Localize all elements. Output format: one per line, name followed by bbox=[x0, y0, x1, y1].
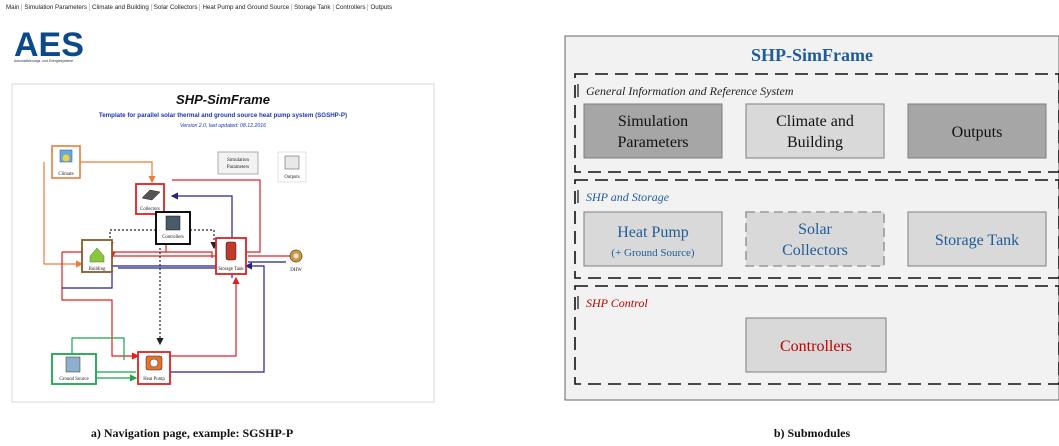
heat-pump-block[interactable]: Heat Pump bbox=[137, 351, 171, 385]
submodules-title: SHP-SimFrame bbox=[751, 45, 873, 65]
tab-heat-pump-and-ground-source[interactable]: Heat Pump and Ground Source bbox=[200, 3, 293, 11]
controller-icon bbox=[165, 215, 181, 231]
outputs-box[interactable]: Outputs bbox=[907, 103, 1047, 159]
sim-params-label-2: Parameters bbox=[227, 165, 249, 170]
caption-b: b) Submodules bbox=[774, 426, 851, 440]
outputs-box-label: Outputs bbox=[952, 124, 1003, 141]
sim-params-box[interactable]: Simulation Parameters bbox=[583, 103, 723, 159]
tab-simulation-parameters[interactable]: Simulation Parameters bbox=[22, 3, 91, 11]
tab-main[interactable]: Main bbox=[4, 3, 23, 11]
caption-a: a) Navigation page, example: SGSHP-P bbox=[91, 426, 293, 440]
dhw-label: DHW bbox=[290, 268, 302, 273]
building-label: Building bbox=[89, 267, 106, 272]
storage-tank-label: Storage Tank bbox=[218, 267, 244, 272]
heat-pump-box[interactable]: Heat Pump (+ Ground Source) bbox=[583, 211, 723, 267]
controllers-block[interactable]: Controllers bbox=[155, 211, 191, 245]
controllers-box-label: Controllers bbox=[780, 338, 852, 355]
storage-tank-box[interactable]: Storage Tank bbox=[907, 211, 1047, 267]
tab-solar-collectors[interactable]: Solar Collectors bbox=[152, 3, 201, 11]
sim-params-label-1: Simulation bbox=[227, 158, 249, 163]
aes-logo-text: AES bbox=[14, 26, 84, 64]
collector-icon bbox=[141, 189, 161, 201]
heat-pump-box-line-1: Heat Pump bbox=[617, 224, 689, 241]
solar-collectors-box[interactable]: Solar Collectors bbox=[745, 211, 885, 267]
tab-storage-tank[interactable]: Storage Tank bbox=[292, 3, 334, 11]
section-shp-storage-label: SHP and Storage bbox=[586, 190, 670, 204]
section-shp-control bbox=[574, 285, 1059, 385]
section-general-label: General Information and Reference System bbox=[586, 84, 794, 98]
nav-subtitle: Template for parallel solar thermal and … bbox=[99, 112, 347, 119]
nav-version: Version 2.0, last updated: 08.12.2016 bbox=[180, 123, 266, 129]
climate-building-line-2: Building bbox=[787, 134, 843, 151]
solar-collectors-line-2: Collectors bbox=[782, 242, 848, 259]
storage-tank-box-label: Storage Tank bbox=[935, 232, 1019, 249]
nav-title: SHP-SimFrame bbox=[176, 92, 270, 107]
building-block[interactable]: Building bbox=[81, 239, 113, 273]
section-shp-storage bbox=[574, 179, 1059, 279]
controllers-box[interactable]: Controllers bbox=[745, 317, 887, 373]
storage-tank-block[interactable]: Storage Tank bbox=[215, 237, 247, 275]
heat-pump-box-line-2: (+ Ground Source) bbox=[611, 247, 695, 259]
module-tabs: Main Simulation Parameters Climate and B… bbox=[4, 0, 394, 14]
tab-outputs[interactable]: Outputs bbox=[370, 3, 393, 11]
tab-climate-and-building[interactable]: Climate and Building bbox=[90, 3, 152, 11]
building-icon bbox=[89, 247, 105, 263]
ground-source-icon bbox=[65, 356, 81, 373]
tab-controllers[interactable]: Controllers bbox=[334, 3, 369, 11]
climate-building-line-1: Climate and bbox=[776, 113, 854, 130]
simulation-parameters-button[interactable]: Simulation Parameters bbox=[217, 151, 259, 175]
sim-params-line-1: Simulation bbox=[618, 113, 688, 130]
aes-logo-subtitle: Automatisierungs- und Energiesysteme bbox=[14, 59, 73, 63]
section-general bbox=[574, 73, 1059, 173]
climate-label: Climate bbox=[58, 172, 73, 177]
controllers-label: Controllers bbox=[162, 235, 184, 240]
outputs-label: Outputs bbox=[284, 175, 299, 180]
ground-source-block[interactable]: Ground Source bbox=[51, 353, 97, 385]
climate-building-box[interactable]: Climate and Building bbox=[745, 103, 885, 159]
solar-collectors-line-1: Solar bbox=[798, 221, 832, 238]
storage-tank-icon bbox=[225, 241, 237, 261]
heat-pump-label: Heat Pump bbox=[143, 377, 165, 382]
section-shp-control-label: SHP Control bbox=[586, 296, 648, 310]
climate-block[interactable]: Climate bbox=[51, 145, 81, 179]
outputs-icon bbox=[284, 155, 300, 170]
collectors-label: Collectors bbox=[140, 207, 160, 212]
collectors-block[interactable]: Collectors bbox=[135, 183, 165, 215]
sim-params-line-2: Parameters bbox=[617, 134, 688, 151]
outputs-block[interactable]: Outputs bbox=[277, 151, 307, 183]
ground-source-label: Ground Source bbox=[59, 377, 88, 382]
aes-logo: AES Automatisierungs- und Energiesysteme bbox=[14, 26, 84, 64]
dhw-block[interactable]: DHW bbox=[289, 249, 303, 273]
